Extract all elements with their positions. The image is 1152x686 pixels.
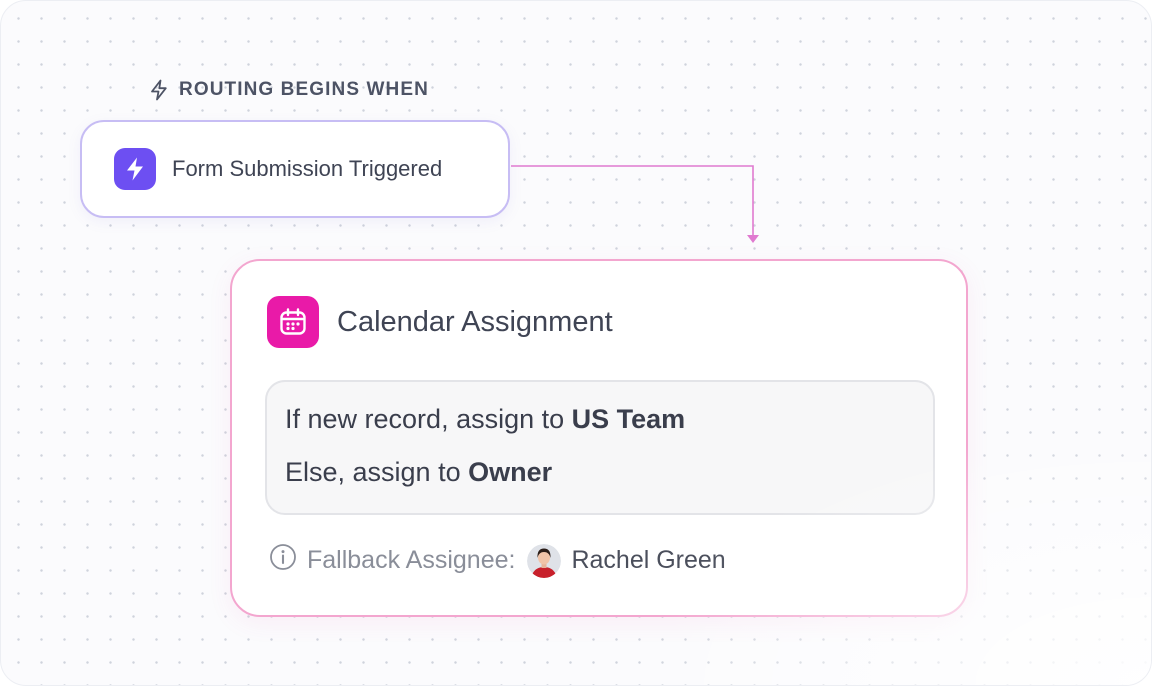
trigger-section-label-text: ROUTING BEGINS WHEN xyxy=(179,79,429,100)
assignment-header: Calendar Assignment xyxy=(267,296,613,348)
rule-prefix: Else, assign to xyxy=(285,457,469,487)
trigger-card[interactable]: Form Submission Triggered xyxy=(80,120,510,218)
rule-target: Owner xyxy=(468,457,553,487)
rule-row: Else, assign to Owner xyxy=(285,455,933,489)
trigger-card-text: Form Submission Triggered xyxy=(172,156,443,181)
trigger-section-label: ROUTING BEGINS WHEN xyxy=(149,79,429,101)
calendar-icon xyxy=(267,296,319,348)
lightning-bolt-icon xyxy=(114,148,156,190)
calendar-assignment-card[interactable]: Calendar Assignment If new record, assig… xyxy=(230,259,968,617)
fallback-label: Fallback Assignee: xyxy=(307,546,516,574)
avatar xyxy=(525,543,562,578)
rule-row: If new record, assign to US Team xyxy=(285,402,933,436)
assignment-rules-box: If new record, assign to US Team Else, a… xyxy=(265,380,935,515)
rule-prefix: If new record, assign to xyxy=(285,404,572,434)
rule-target: US Team xyxy=(571,404,686,434)
assignment-title: Calendar Assignment xyxy=(337,305,613,338)
fallback-assignee-row: Fallback Assignee: Rachel Green xyxy=(269,543,726,578)
connector-arrowhead xyxy=(747,235,759,243)
info-icon xyxy=(269,543,297,578)
fallback-assignee-name: Rachel Green xyxy=(571,546,726,574)
lightning-outline-icon xyxy=(149,79,169,101)
